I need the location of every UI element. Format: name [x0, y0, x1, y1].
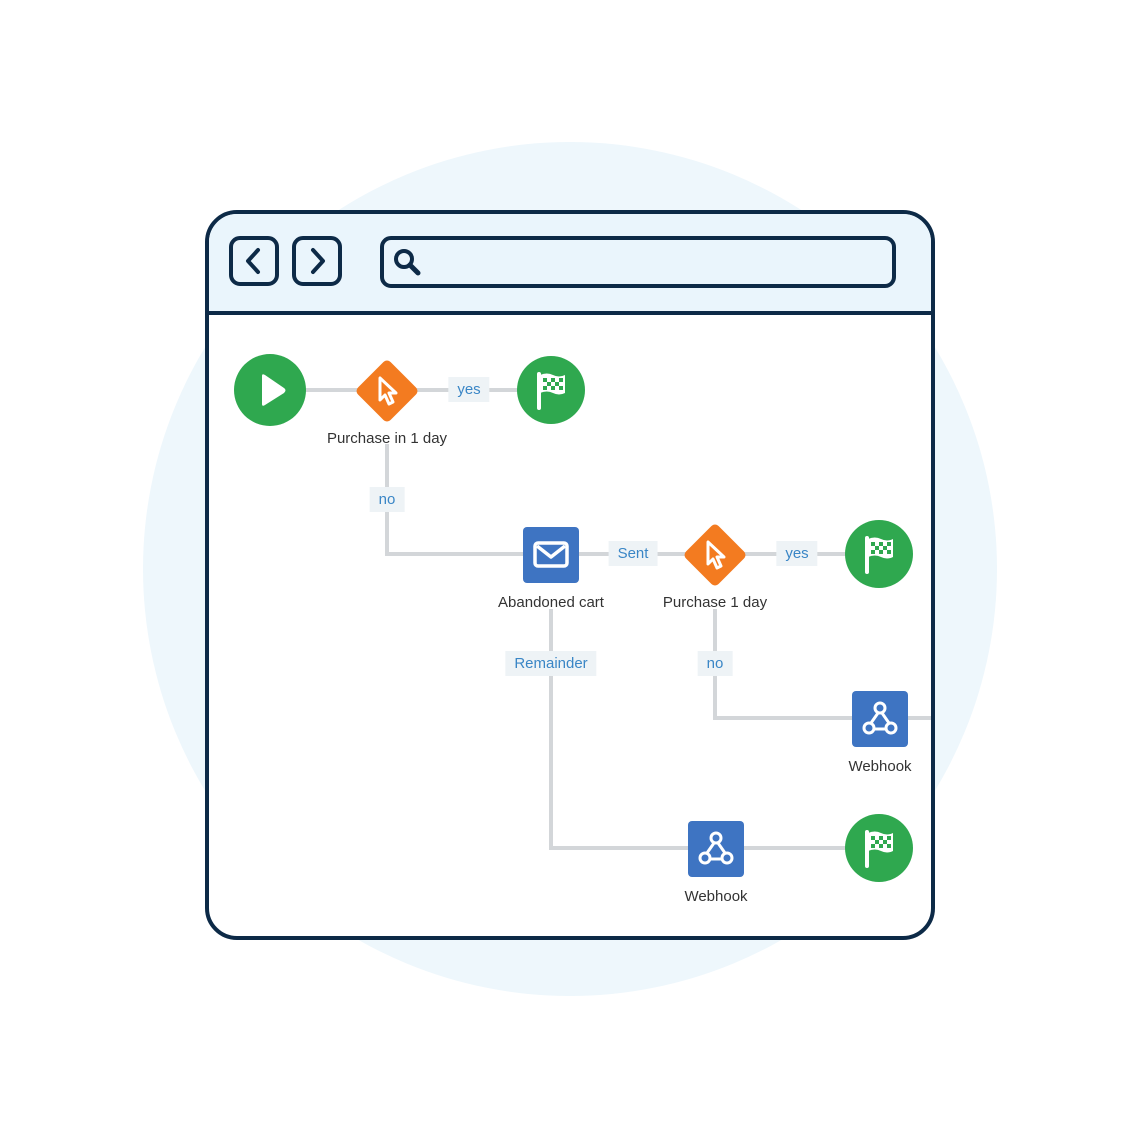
checkered-flag-icon: [517, 356, 585, 424]
email-node-abandoned-cart[interactable]: [523, 527, 579, 583]
edge-label-remainder: Remainder: [505, 651, 597, 676]
webhook-icon: [852, 691, 908, 747]
edge-label-no: no: [697, 651, 733, 676]
edge-label-yes: yes: [448, 377, 490, 402]
search-bar[interactable]: [380, 236, 896, 288]
browser-window: yes no Sent yes no Remainder Purchase in…: [205, 210, 935, 940]
workflow-canvas: yes no Sent yes no Remainder Purchase in…: [209, 214, 931, 936]
edge-label-no: no: [369, 487, 405, 512]
finish-node[interactable]: [517, 356, 585, 424]
connector-d1-no-horizontal: [385, 552, 555, 556]
decision-label: Purchase 1 day: [662, 594, 768, 611]
envelope-icon: [523, 527, 579, 583]
connector-d2-no-horizontal: [713, 716, 931, 720]
browser-toolbar: [209, 214, 931, 315]
webhook-label: Webhook: [684, 888, 748, 905]
finish-node[interactable]: [845, 520, 913, 588]
connector-remainder-vertical: [549, 609, 553, 849]
decision-label: Purchase in 1 day: [326, 430, 448, 447]
decision-node-purchase-1-day[interactable]: [678, 518, 752, 592]
edge-label-yes: yes: [776, 541, 818, 566]
email-label: Abandoned cart: [498, 594, 604, 611]
webhook-icon: [688, 821, 744, 877]
search-icon: [394, 249, 421, 276]
webhook-node[interactable]: [852, 691, 908, 747]
start-node[interactable]: [234, 354, 306, 426]
chevron-right-icon: [311, 248, 325, 274]
cursor-icon: [684, 524, 746, 586]
play-icon: [234, 354, 306, 426]
cursor-icon: [356, 360, 418, 422]
webhook-label: Webhook: [848, 758, 912, 775]
search-input[interactable]: [428, 248, 872, 278]
decision-node-purchase-in-1-day[interactable]: [350, 354, 424, 428]
checkered-flag-icon: [845, 814, 913, 882]
edge-label-sent: Sent: [608, 541, 658, 566]
checkered-flag-icon: [845, 520, 913, 588]
back-button[interactable]: [229, 236, 279, 286]
finish-node[interactable]: [845, 814, 913, 882]
chevron-left-icon: [246, 248, 260, 274]
webhook-node[interactable]: [688, 821, 744, 877]
forward-button[interactable]: [292, 236, 342, 286]
